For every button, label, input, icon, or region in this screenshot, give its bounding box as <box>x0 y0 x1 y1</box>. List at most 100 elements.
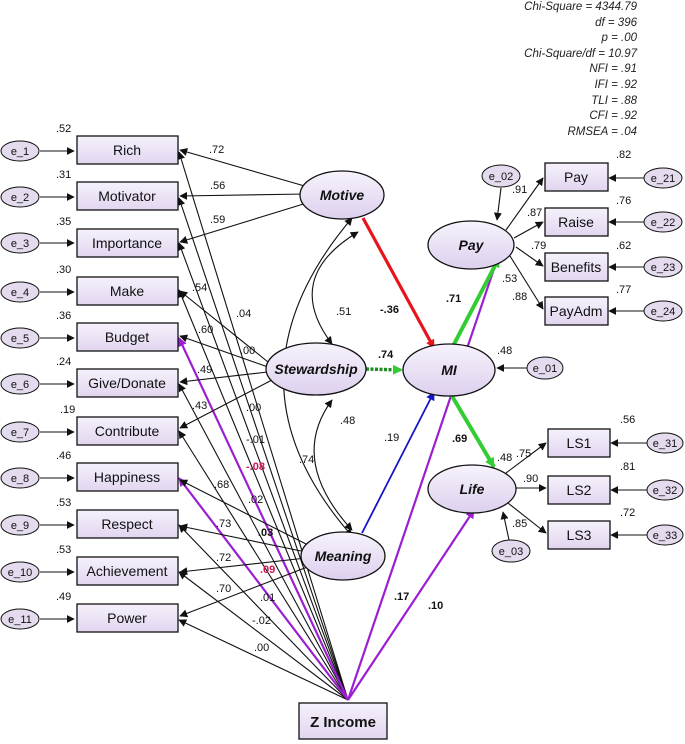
indicator-label: Power <box>107 610 147 626</box>
correlation-label: .48 <box>340 415 355 427</box>
fit-index: Chi-Square/df = 10.97 <box>524 47 637 60</box>
r2-label: .52 <box>56 123 71 135</box>
r2-label: .36 <box>56 310 71 322</box>
error-term <box>643 211 683 233</box>
life-ls1-path <box>505 442 547 474</box>
income-life-path <box>347 509 475 701</box>
income-motivator-path <box>177 197 349 701</box>
error-label: e_23 <box>651 262 675 274</box>
latent-error-terms: e_02 e_01 e_03 .48 .53 .48 <box>481 164 564 563</box>
r2-label: .76 <box>616 195 631 207</box>
motive-rich-path <box>179 148 309 188</box>
indicator-label: Give/Donate <box>88 375 166 391</box>
r2-label: .53 <box>56 544 71 556</box>
indicator-box-ls2 <box>547 475 611 505</box>
indicator-box-pay <box>544 162 609 192</box>
income-coef-label: -.08 <box>246 461 265 473</box>
error-label: e_6 <box>11 379 29 391</box>
indicator-box-power <box>76 603 179 633</box>
error-term <box>0 327 40 349</box>
latent-meaning <box>300 531 386 581</box>
error-label: e_5 <box>11 333 29 345</box>
right-loading-labels: .91 .87 .79 .88 .75 .90 .85 <box>512 184 546 530</box>
loading-label: .73 <box>216 518 231 530</box>
error-term <box>491 539 531 563</box>
fit-index: Chi-Square = 4344.79 <box>524 1 637 13</box>
indicator-label: Happiness <box>94 469 160 485</box>
path-coef-label: .19 <box>384 432 399 444</box>
error-label: e_4 <box>11 287 29 299</box>
right-indicator-labels: Pay Raise Benefits PayAdm LS1 LS2 LS3 <box>550 169 603 543</box>
right-error-labels: e_21 e_22 e_23 e_24 e_31 e_32 e_33 <box>651 173 677 542</box>
income-coef-label: .01 <box>260 592 275 604</box>
indicator-box-give <box>76 368 179 398</box>
loading-label: .85 <box>512 518 527 530</box>
income-coef-label: .03 <box>258 527 273 539</box>
stewardship-mi-path <box>365 364 403 375</box>
right-indicators <box>544 162 611 550</box>
path-coef-label: .69 <box>452 433 467 445</box>
indicator-box-benefits <box>544 252 609 282</box>
error-label: e_22 <box>651 217 675 229</box>
error-term <box>481 164 521 188</box>
error-term <box>0 514 40 536</box>
r2-label: .31 <box>56 169 71 181</box>
stewardship-meaning-correlation <box>313 399 353 531</box>
loading-label: .79 <box>531 240 546 252</box>
r2-label: .30 <box>56 264 71 276</box>
indicator-label: Rich <box>113 142 141 158</box>
error-label: e_21 <box>651 173 675 185</box>
indicator-label: Achievement <box>87 563 168 579</box>
correlation-label: .51 <box>336 306 351 318</box>
path-coef-label: .71 <box>446 293 461 305</box>
indicator-label: Contribute <box>95 423 160 439</box>
mi-life-path <box>450 394 496 469</box>
income-achievement-path <box>178 571 349 701</box>
indicator-box-respect <box>76 509 179 539</box>
error-term <box>0 373 40 395</box>
income-coef-label: .00 <box>240 345 255 357</box>
latent-label: Meaning <box>315 548 372 564</box>
loading-label: .49 <box>197 364 212 376</box>
stewardship-contribute-path <box>179 379 273 429</box>
error-term <box>646 432 684 454</box>
indicator-label: Budget <box>105 329 149 345</box>
latent-motive <box>299 170 385 220</box>
indicator-box-importance <box>76 228 179 258</box>
right-loadings <box>493 174 648 541</box>
left-indicators <box>76 135 179 633</box>
fit-indices-panel: Chi-Square = 4344.79 df = 396 p = .00 Ch… <box>524 0 637 140</box>
indicator-label: Make <box>110 283 144 299</box>
left-error-labels: e_1 e_2 e_3 e_4 e_5 e_6 e_7 e_8 e_9 e_10… <box>8 146 32 626</box>
error-label: e_7 <box>11 427 29 439</box>
latent-label: Stewardship <box>274 361 358 377</box>
meaning-achievement-path <box>179 557 307 576</box>
r2-label: .82 <box>616 149 631 161</box>
indicator-label: PayAdm <box>550 303 603 319</box>
income-power-path <box>178 619 349 701</box>
fit-index: NFI = .91 <box>589 63 637 76</box>
indicator-box-ls1 <box>547 428 611 458</box>
error-term <box>0 467 40 489</box>
income-coef-label: -.01 <box>246 434 265 446</box>
indicator-box-motivator <box>76 181 179 211</box>
income-coef-label: -.02 <box>252 615 271 627</box>
r2-label: .53 <box>56 497 71 509</box>
fit-index: p = .00 <box>601 32 638 45</box>
stewardship-give-path <box>179 371 269 386</box>
income-coef-label: .09 <box>260 564 275 576</box>
error-label: e_24 <box>651 306 675 318</box>
income-coef-label: .02 <box>248 494 263 506</box>
error-term <box>643 167 683 189</box>
loading-label: .72 <box>216 552 231 564</box>
loading-label: .68 <box>214 479 229 491</box>
income-give-path <box>178 383 349 701</box>
income-respect-path <box>178 524 349 701</box>
r2-label: .24 <box>56 356 71 368</box>
correlation-label: .74 <box>299 454 314 466</box>
income-rich-path <box>177 151 349 701</box>
stewardship-budget-path <box>179 334 269 368</box>
structural-paths <box>361 217 501 534</box>
error-label: e_31 <box>653 438 677 450</box>
